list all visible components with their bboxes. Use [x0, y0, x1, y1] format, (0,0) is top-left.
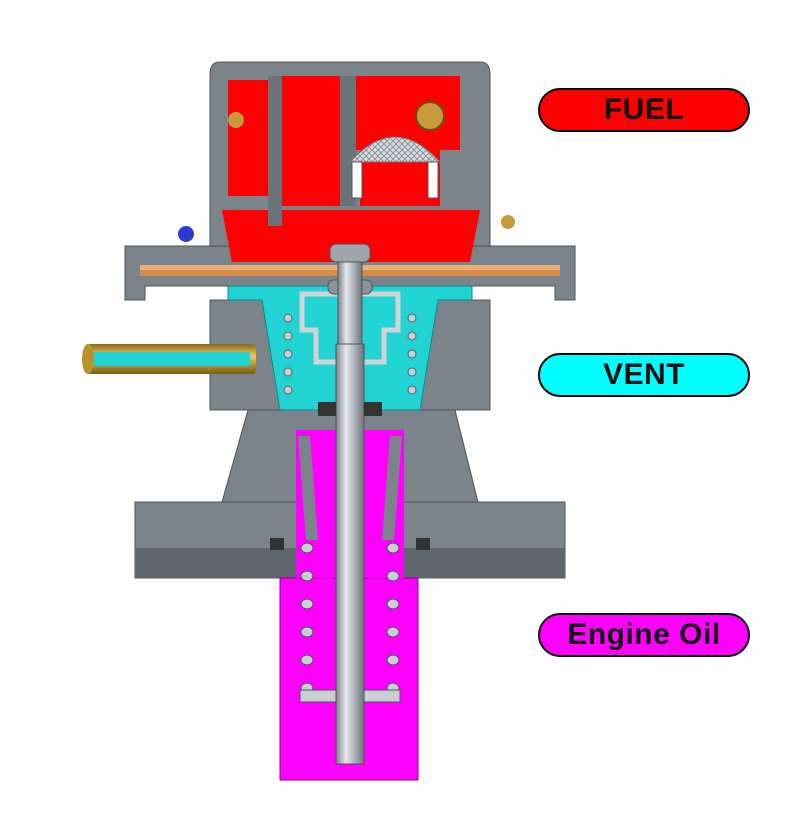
inlet-fitting [415, 101, 445, 131]
fuel-legend-label: FUEL [538, 88, 750, 132]
engine-oil-legend-label: Engine Oil [538, 613, 750, 657]
fuel-strainer [348, 136, 442, 163]
vent-legend-label: VENT [538, 353, 750, 397]
pushrod [327, 243, 373, 765]
fuel-cover [178, 61, 515, 262]
fuel-chamber [228, 80, 268, 196]
vent-tube [82, 344, 256, 374]
